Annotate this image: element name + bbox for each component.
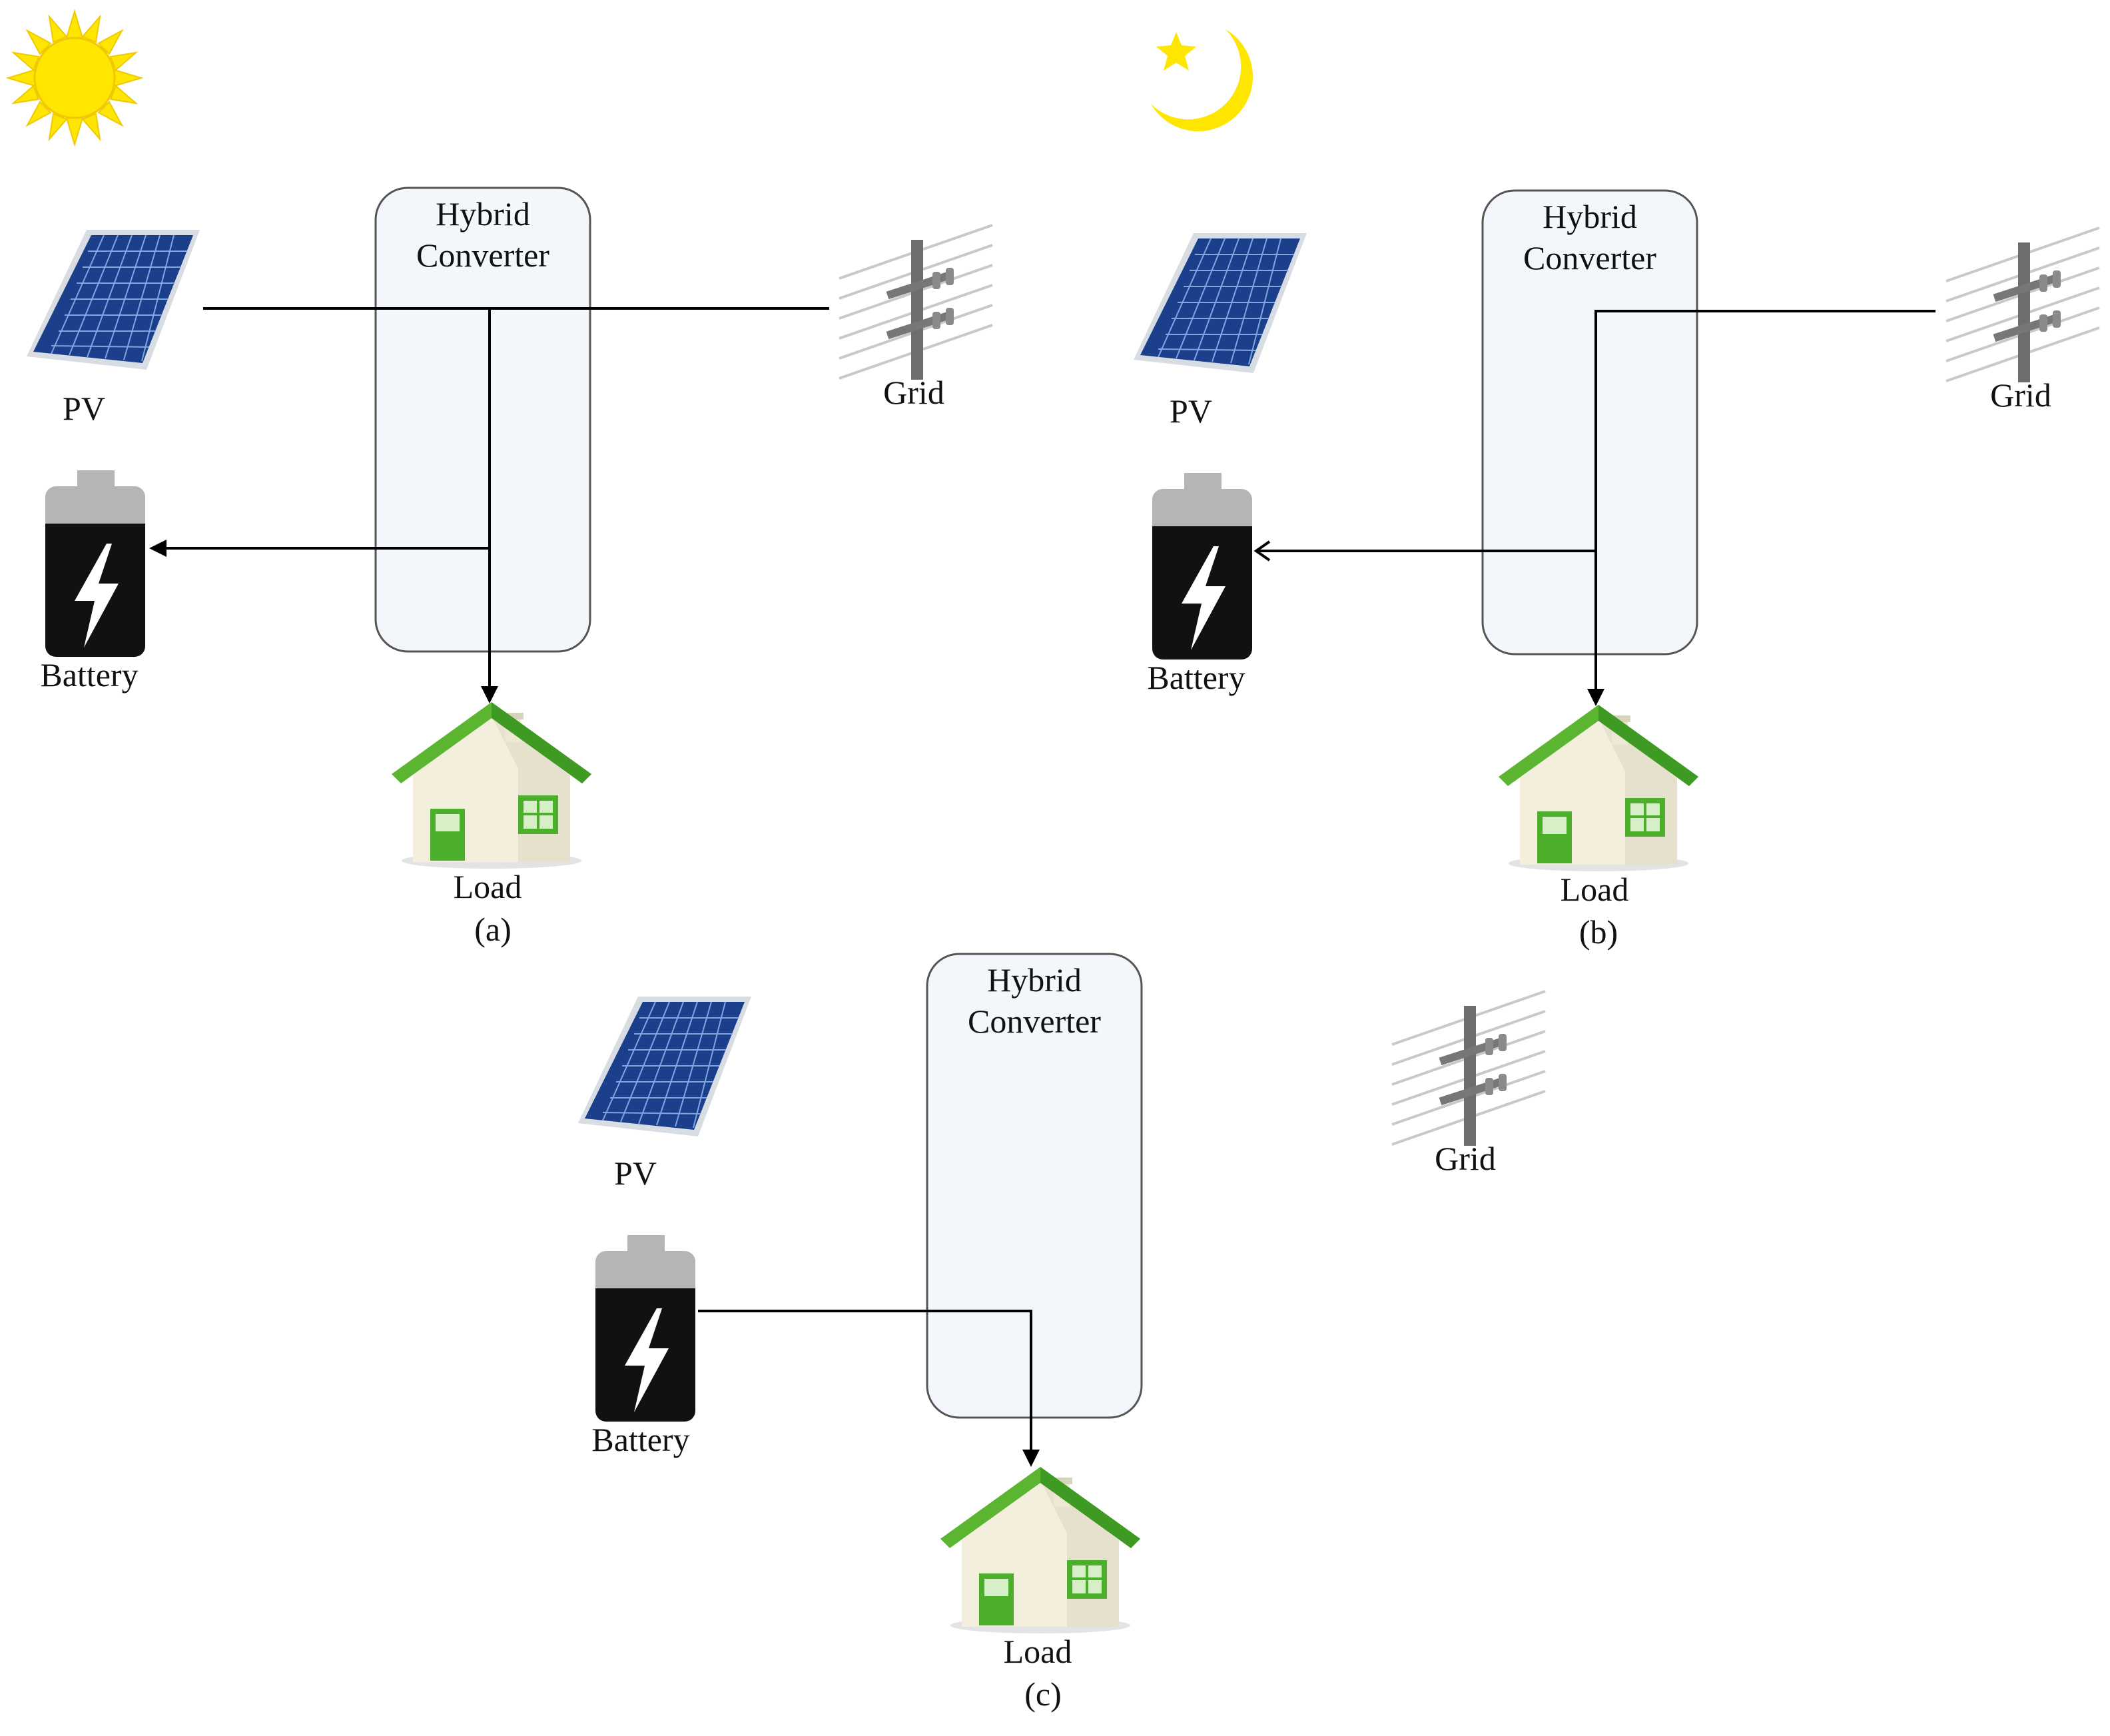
- panel-a: Hybrid Converter PV Grid Battery Load (a…: [26, 187, 994, 948]
- converter-label-line1: Hybrid: [436, 195, 530, 232]
- pv-label: PV: [614, 1154, 657, 1192]
- pv-label: PV: [1170, 392, 1212, 430]
- grid-pole-icon: [838, 224, 994, 381]
- battery-icon: [595, 1235, 695, 1422]
- grid-label: Grid: [1990, 376, 2051, 414]
- load-label: Load: [454, 868, 522, 905]
- battery-label: Battery: [591, 1421, 689, 1458]
- sun-icon: [7, 10, 143, 146]
- battery-label: Battery: [1147, 659, 1245, 696]
- grid-label: Grid: [1435, 1140, 1496, 1177]
- pv-panel-icon: [1133, 232, 1307, 374]
- house-icon: [940, 1467, 1140, 1633]
- pv-label: PV: [63, 390, 105, 427]
- hybrid-converter-box: [374, 187, 591, 653]
- grid-label: Grid: [883, 374, 944, 411]
- battery-icon: [1152, 473, 1252, 659]
- converter-label-line1: Hybrid: [1543, 198, 1637, 235]
- battery-label: Battery: [40, 656, 138, 693]
- battery-icon: [45, 470, 145, 657]
- hybrid-converter-box: [1481, 189, 1698, 655]
- hybrid-converter-box: [926, 953, 1143, 1419]
- moon-star-icon: [1151, 29, 1253, 132]
- panel-c: Hybrid Converter PV Grid Battery Load (c…: [577, 953, 1547, 1713]
- grid-pole-icon: [1945, 226, 2101, 384]
- arrow-to-load: [1022, 1450, 1040, 1467]
- arrow-to-load: [1587, 689, 1604, 706]
- load-label: Load: [1004, 1633, 1072, 1670]
- arrow-to-load: [481, 686, 498, 703]
- panel-b: Hybrid Converter PV Grid Battery Load (b…: [1133, 189, 2101, 951]
- grid-pole-icon: [1391, 990, 1547, 1147]
- converter-label-line2: Converter: [416, 236, 549, 274]
- load-label: Load: [1561, 871, 1629, 908]
- pv-panel-icon: [577, 996, 752, 1137]
- panel-caption: (c): [1024, 1675, 1062, 1713]
- arrow-to-battery: [149, 540, 167, 557]
- house-icon: [1499, 705, 1698, 871]
- converter-label-line1: Hybrid: [987, 961, 1082, 999]
- panel-caption: (a): [474, 911, 512, 948]
- converter-label-line2: Converter: [968, 1003, 1101, 1040]
- converter-label-line2: Converter: [1523, 239, 1656, 276]
- flow-battery-to-load: [698, 1310, 1032, 1454]
- panel-caption: (b): [1579, 913, 1618, 951]
- flow-grid-to-load: [1594, 310, 1935, 693]
- house-icon: [392, 702, 591, 869]
- arrow-to-battery: [1253, 540, 1271, 562]
- pv-panel-icon: [26, 229, 200, 370]
